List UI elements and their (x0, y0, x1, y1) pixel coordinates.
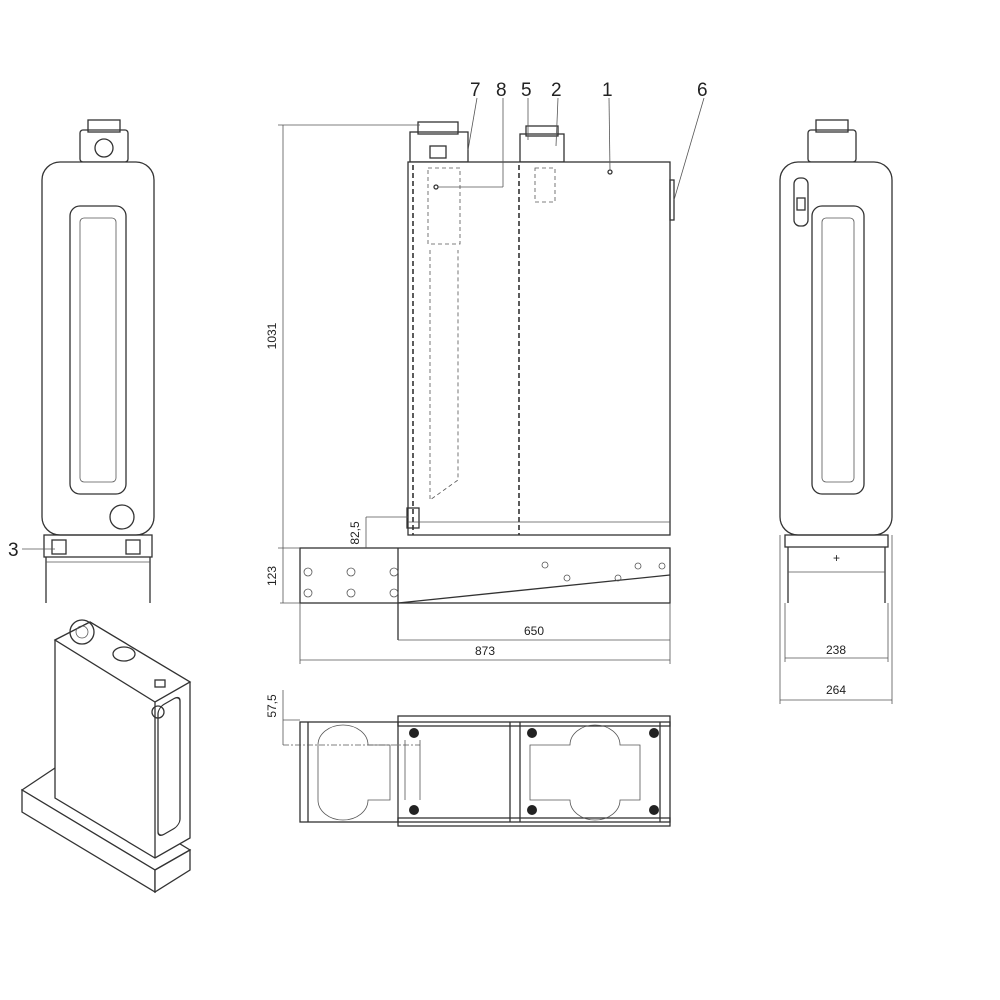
mount-hole-icon: + (833, 551, 840, 565)
callout-2: 2 (551, 80, 562, 101)
dim-height-total: 1031 (265, 322, 279, 349)
filler-cap-icon (69, 619, 95, 645)
callout-6: 6 (697, 80, 708, 101)
right-side-view: + 238 264 (779, 119, 893, 704)
front-view: 1031 82,5 123 650 873 7 8 5 2 1 6 (265, 80, 708, 664)
dim-outer-width: 264 (826, 683, 846, 697)
drain-plug-icon (109, 504, 135, 530)
dim-base-height: 123 (265, 566, 279, 586)
dim-base-length: 873 (475, 644, 495, 658)
dim-hole-spacing: 650 (524, 624, 544, 638)
callout-8: 8 (496, 80, 507, 101)
dim-outlet-height: 82,5 (348, 521, 362, 545)
dim-inner-width: 238 (826, 643, 846, 657)
isometric-view (20, 619, 192, 894)
left-side-view: 3 (8, 119, 155, 603)
callout-1: 1 (602, 80, 613, 101)
callout-3: 3 (8, 540, 19, 561)
dim-bottom-offset: 57,5 (265, 694, 279, 718)
base-plan-view: 57,5 (265, 690, 671, 827)
callout-5: 5 (521, 80, 532, 101)
callout-7: 7 (470, 80, 481, 101)
